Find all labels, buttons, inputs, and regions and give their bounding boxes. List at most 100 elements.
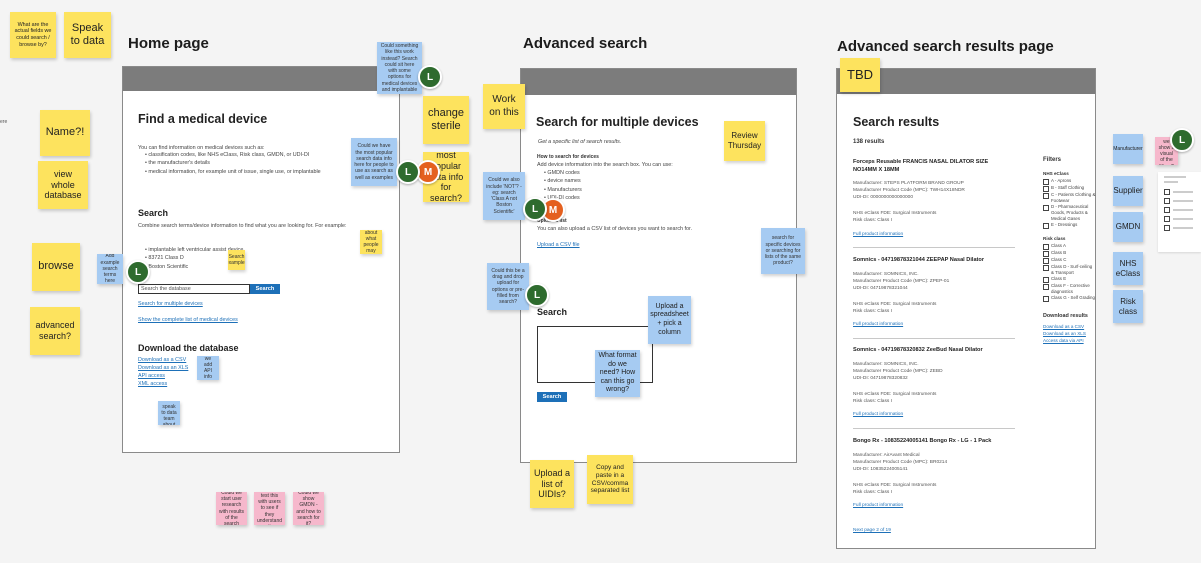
divider	[853, 338, 1015, 339]
result-meta: Manufacturer: AirAvant Medical Manufactu…	[853, 452, 1003, 496]
filter-group-risk: Risk class Class A Class B Class C Class…	[1043, 236, 1096, 302]
sticky-upload-spreadsheet[interactable]: Upload a spreadsheet + pick a column	[648, 296, 691, 344]
meta-line: NHS eClass FDE: Surgical Instruments	[853, 210, 937, 216]
filter-checkbox[interactable]: Class E	[1043, 276, 1096, 283]
full-info-link[interactable]: Full product information	[853, 503, 904, 508]
download-csv-link[interactable]: Download as a CSV	[1043, 324, 1085, 329]
link-complete-list[interactable]: Show the complete list of medical device…	[138, 317, 238, 323]
next-page-link[interactable]: Next page 2 of 19	[853, 528, 891, 533]
sticky-tbd[interactable]: TBD	[840, 58, 880, 92]
bullet: • GMDN codes	[544, 170, 580, 176]
collaborator-avatar[interactable]: L	[1170, 128, 1194, 152]
filter-checkbox[interactable]: Class D - Surf-ceiling & Transport	[1043, 264, 1096, 276]
sticky-copy-paste[interactable]: Copy and paste in a CSV/comma separated …	[587, 455, 633, 504]
section-title-results: Advanced search results page	[837, 38, 1054, 55]
result-title[interactable]: Somnics - 04719878321044 ZEEPAP Nasal Di…	[853, 257, 985, 263]
bullet: • Manufacturers	[544, 186, 582, 193]
sticky-note-home-top[interactable]: Could something like this work instead? …	[377, 42, 422, 94]
collaborator-avatar[interactable]: L	[523, 197, 547, 221]
sticky-review-thursday[interactable]: Review Thursday	[724, 121, 765, 161]
sticky-gmdn[interactable]: GMDN	[1113, 212, 1143, 242]
api-access-link[interactable]: API access	[138, 373, 165, 379]
filter-checkbox[interactable]: Class B	[1043, 250, 1096, 257]
how-heading: How to search for devices	[537, 154, 599, 160]
bullet: • the manufacturer's details	[145, 160, 210, 167]
filter-checkbox[interactable]: B - Staff Clothing	[1043, 185, 1096, 192]
full-info-link[interactable]: Full product information	[853, 322, 904, 327]
sticky-what-format[interactable]: What format do we need? How can this go …	[595, 350, 640, 397]
sticky-note-download-2[interactable]: Need to speak to data team about this	[158, 401, 180, 425]
sticky-advanced-search[interactable]: advanced search?	[30, 307, 80, 355]
download-xls-link[interactable]: Download as an XLS	[1043, 331, 1086, 336]
sticky-pink-1[interactable]: Could we start user research with result…	[216, 492, 247, 525]
meta-line: UDI-DI: 0000000000000000	[853, 195, 914, 201]
download-xls-link[interactable]: Download as an XLS	[138, 365, 189, 371]
collaborator-avatar[interactable]: L	[525, 283, 549, 307]
results-title: Search results	[853, 115, 940, 129]
result-meta: Manufacturer: SOMNICS, INC. Manufacturer…	[853, 361, 1003, 405]
collaborator-avatar[interactable]: L	[126, 260, 150, 284]
sticky-note-home-left[interactable]: Add example search terms here	[97, 254, 123, 284]
example-item: • 83721 Class D	[145, 255, 184, 262]
filter-checkbox[interactable]: Class F - Corrective diagnostics	[1043, 283, 1096, 295]
result-title[interactable]: Bongo Rx - 10835224005141 Bongo Rx - LG …	[853, 438, 992, 444]
how-bullets: • GMDN codes • device names • Manufactur…	[544, 169, 582, 203]
sticky-note-adv-1[interactable]: Could we also include 'NOT'? - eg: searc…	[483, 172, 525, 220]
upload-text: You can also upload a CSV list of device…	[537, 226, 693, 232]
sticky-name[interactable]: Name?!	[40, 110, 90, 156]
collaborator-avatar[interactable]: L	[418, 65, 442, 89]
result-title[interactable]: Somnics - 04719878320832 ZeeBud Nasal Di…	[853, 347, 983, 353]
home-search-input[interactable]: Search the database	[138, 284, 250, 294]
how-text: Add device information into the search b…	[537, 162, 673, 168]
sticky-note-download[interactable]: Could we add API info here?	[197, 356, 219, 380]
home-bullets: • classification codes, like NHS eClass,…	[145, 151, 365, 176]
full-info-link[interactable]: Full product information	[853, 412, 904, 417]
sticky-upload-uidis[interactable]: Upload a list of UIDIs?	[530, 460, 574, 508]
sticky-pink-3[interactable]: Could we show GMDN - and how to search f…	[293, 492, 324, 525]
sticky-speak-data[interactable]: Speak to data	[64, 12, 111, 58]
sticky-pink-2[interactable]: Could we test this with users to see if …	[254, 492, 285, 525]
sticky-change-sterile[interactable]: change sterile	[423, 96, 469, 144]
meta-line: Risk class: Class I	[853, 489, 892, 495]
meta-line: NHS eClass FDE: Surgical Instruments	[853, 301, 937, 307]
sticky-actual-fields[interactable]: What are the actual fields we could sear…	[10, 12, 56, 58]
home-search-help: Combine search terms/device information …	[138, 223, 347, 229]
filter-checkbox[interactable]: D - Pharmaceutical Goods, Products & Med…	[1043, 204, 1096, 222]
result-title[interactable]: Forceps Reusable FRANCIS NASAL DILATOR S…	[853, 159, 989, 173]
meta-line: NHS eClass FDE: Surgical Instruments	[853, 391, 937, 397]
sticky-nhs-eclass[interactable]: NHS eClass	[1113, 252, 1143, 285]
sticky-note-adv-right[interactable]: search for specific devices or searching…	[761, 228, 805, 274]
sticky-browse[interactable]: browse	[32, 243, 80, 291]
browser-bar	[123, 67, 399, 91]
sticky-view-whole[interactable]: view whole database	[38, 161, 88, 209]
collaborator-avatar[interactable]: M	[416, 160, 440, 184]
sticky-manufacturer[interactable]: Manufacturer	[1113, 134, 1143, 164]
sticky-risk-class[interactable]: Risk class	[1113, 290, 1143, 323]
sticky-note-adv-2[interactable]: Could this be a drag and drop upload for…	[487, 263, 529, 310]
section-title-home: Home page	[128, 35, 209, 52]
filter-checkbox[interactable]: C - Patients Clothing & Footwear	[1043, 192, 1096, 204]
sticky-search-examples[interactable]: Search examples	[228, 250, 245, 270]
meta-line: UDI-DI: 04719878320832	[853, 376, 908, 382]
sticky-note-home-right[interactable]: Think about what people may search	[360, 230, 382, 254]
sticky-note-home-mid[interactable]: Could we have the most popular search da…	[351, 138, 397, 186]
filter-checkbox[interactable]: Class A	[1043, 243, 1096, 250]
home-search-button[interactable]: Search	[250, 284, 280, 294]
meta-line: Manufacturer Product Code (MPC): ZEBD	[853, 369, 943, 375]
upload-csv-link[interactable]: Upload a CSV file	[537, 242, 580, 248]
sticky-work-on-this[interactable]: Work on this	[483, 84, 525, 129]
filter-checkbox[interactable]: Class C	[1043, 257, 1096, 264]
xml-access-link[interactable]: XML access	[138, 381, 168, 387]
filter-checkbox[interactable]: Class G - Self Grading	[1043, 295, 1096, 302]
link-search-multiple[interactable]: Search for multiple devices	[138, 301, 203, 307]
sticky-supplier[interactable]: Supplier	[1113, 176, 1143, 206]
download-csv-link[interactable]: Download as a CSV	[138, 357, 187, 363]
filter-checkbox[interactable]: E - Dressings	[1043, 222, 1096, 229]
filter-preview	[1158, 172, 1201, 252]
collaborator-avatar[interactable]: L	[396, 160, 420, 184]
result-meta: Manufacturer: SOMNICS, INC. Manufacturer…	[853, 271, 1003, 315]
advanced-search-button[interactable]: Search	[537, 392, 567, 402]
filter-checkbox[interactable]: A - Aprons	[1043, 178, 1096, 185]
full-info-link[interactable]: Full product information	[853, 232, 904, 237]
api-access-link[interactable]: Access data via API	[1043, 338, 1084, 343]
